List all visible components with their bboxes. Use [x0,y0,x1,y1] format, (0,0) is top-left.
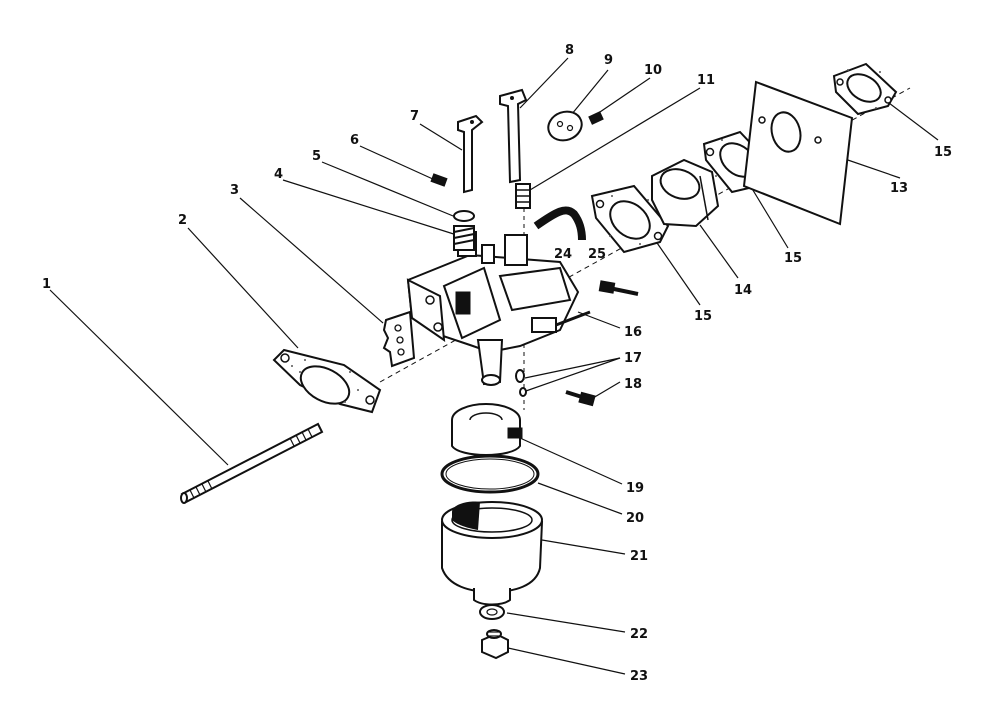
callout-18: 18 [624,377,642,392]
callout-14: 14 [734,283,752,298]
callout-15-b: 15 [784,251,802,266]
part-gasket-15c [832,62,898,116]
callout-5: 5 [312,149,321,164]
callout-10: 10 [644,63,662,78]
callout-labels: 1 2 3 4 5 6 7 8 9 10 11 13 14 15 15 15 1… [42,43,952,684]
part-bolt [598,280,639,296]
callout-19: 19 [626,481,644,496]
part-throttle-plate [547,110,583,142]
callout-13: 13 [890,181,908,196]
callout-6: 6 [350,133,359,148]
callout-21: 21 [630,549,648,564]
part-screw-6 [430,173,448,187]
callout-4: 4 [274,167,283,182]
part-mounting-plate [742,80,854,226]
part-bowl-nut [481,629,509,660]
callout-16: 16 [624,325,642,340]
callout-2: 2 [178,213,187,228]
part-needle-11 [515,183,531,209]
part-washer-5 [453,210,475,222]
part-gasket-15a [590,184,670,254]
callout-3: 3 [230,183,239,198]
part-screw-18 [565,390,596,407]
part-bowl-gasket [440,454,540,494]
callout-1: 1 [42,277,51,292]
callout-9: 9 [604,53,613,68]
callout-25: 25 [588,247,606,262]
callout-8: 8 [565,43,574,58]
part-shaft-8 [499,88,528,184]
part-washer-22 [479,604,505,620]
part-lever-7 [457,114,484,194]
callout-15-a: 15 [934,145,952,160]
callout-20: 20 [626,511,644,526]
part-spacer-block [651,158,720,228]
callout-17: 17 [624,351,642,366]
part-plate [382,310,416,368]
callout-22: 22 [630,627,648,642]
part-fuel-tube [533,206,586,241]
part-float [451,403,523,456]
callout-11: 11 [697,73,715,88]
part-oring-17 [515,369,527,397]
callout-23: 23 [630,669,648,684]
part-float-bowl [441,501,544,606]
part-screw-10 [588,111,604,125]
part-gasket-inlet [272,348,382,414]
part-stud [180,422,324,504]
callout-24: 24 [554,247,572,262]
callout-15-c: 15 [694,309,712,324]
part-spring [453,225,475,251]
callout-7: 7 [410,109,419,124]
